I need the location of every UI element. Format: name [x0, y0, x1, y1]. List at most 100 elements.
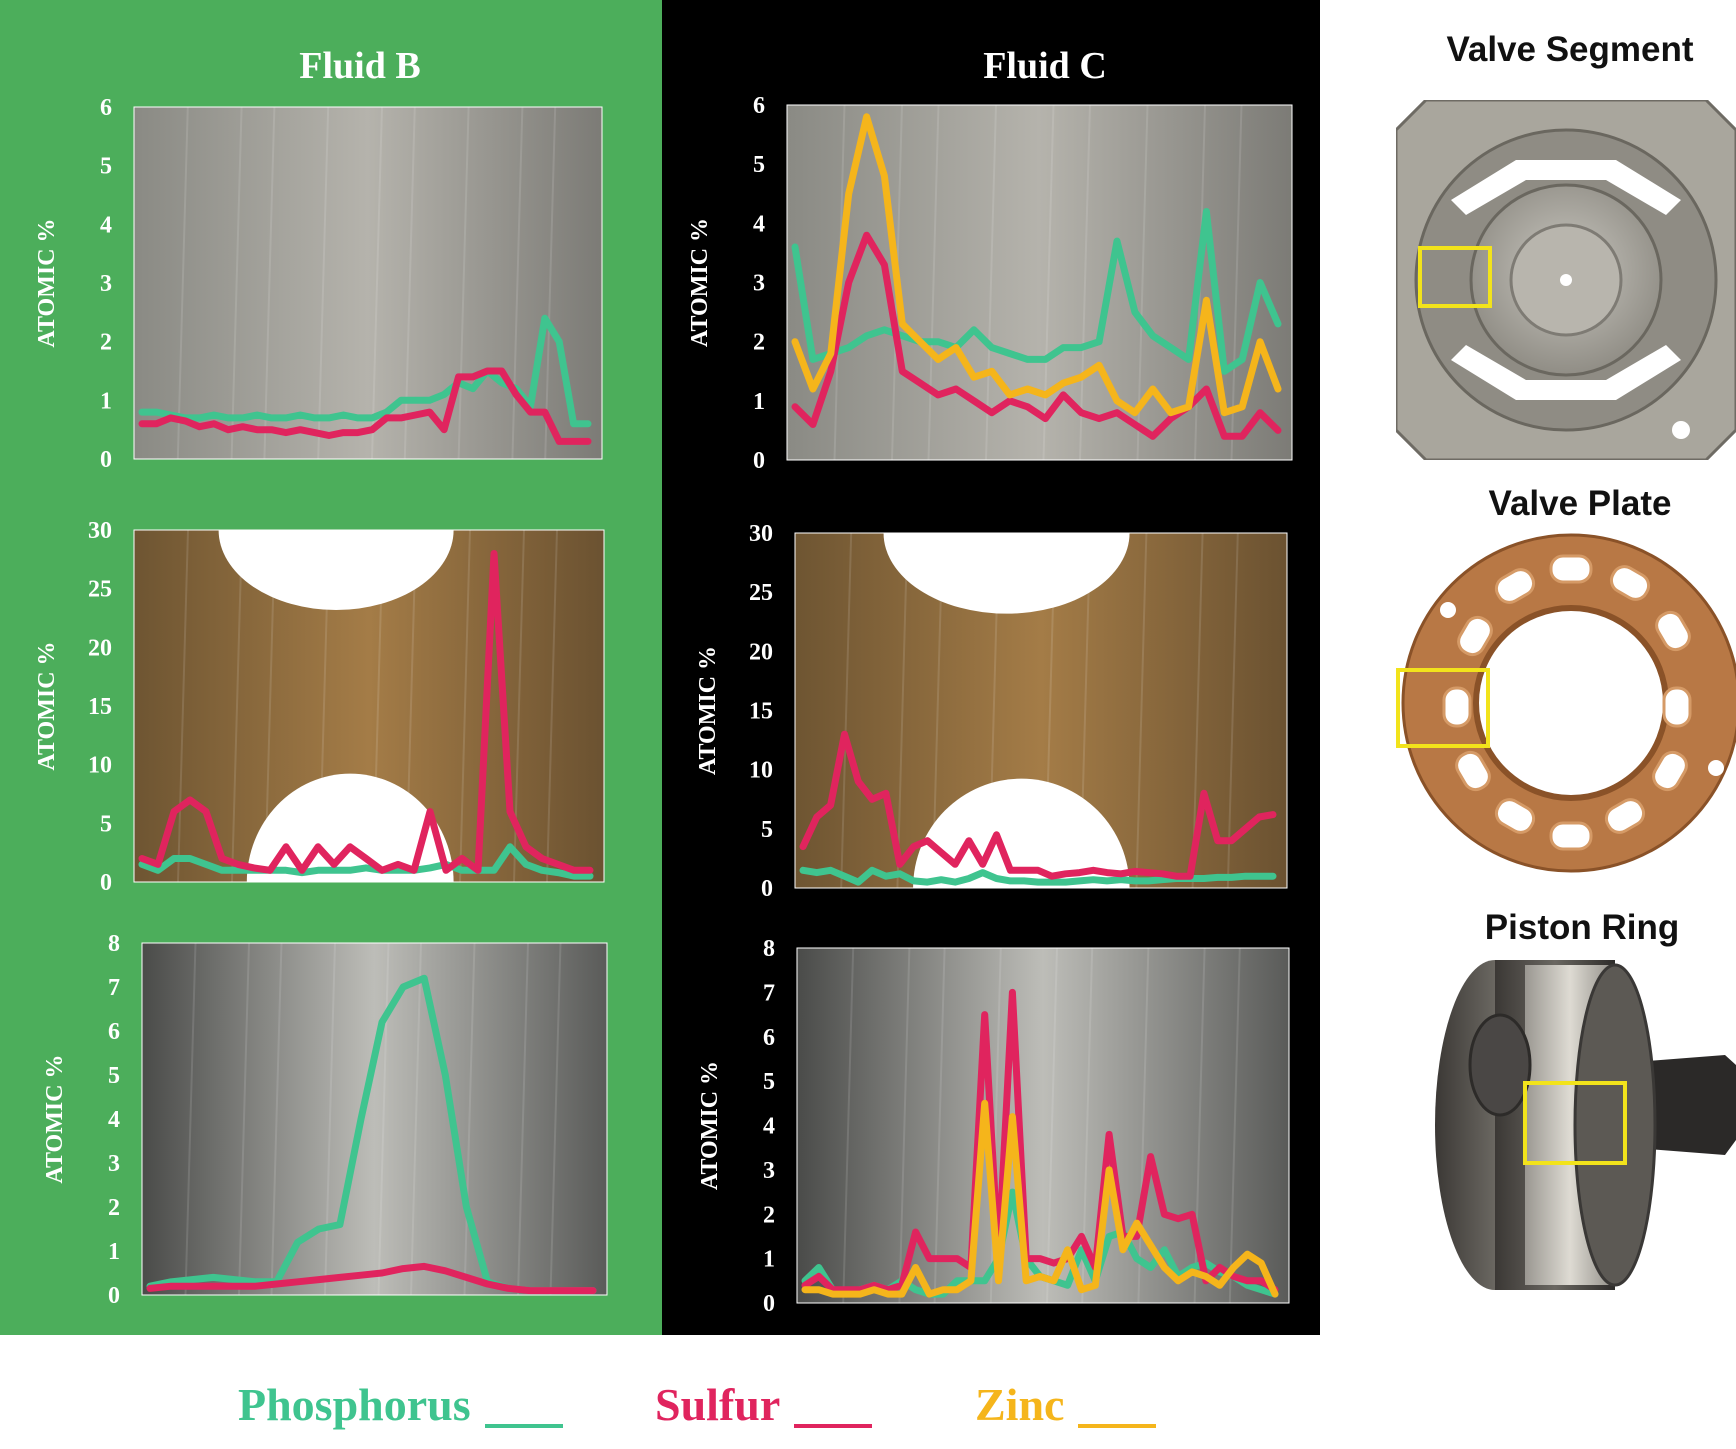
series-line-phosphorus: [799, 866, 1277, 886]
legend-zinc-label: Zinc: [975, 1379, 1065, 1430]
y-tick-label: 7: [108, 975, 120, 1001]
surface-striation: [459, 529, 471, 883]
fluid-c-title: Fluid C: [983, 45, 1107, 87]
y-tick-label: 6: [763, 1025, 775, 1051]
surface-striation: [184, 942, 197, 1296]
y-tick-label: 4: [753, 211, 765, 237]
y-tick-label: 4: [100, 212, 112, 238]
y-tick-label: 25: [749, 580, 773, 606]
surface-striation: [544, 106, 557, 460]
y-axis-label: ATOMIC %: [34, 641, 60, 770]
surface-striation: [1046, 947, 1058, 1304]
y-tick-label: 30: [88, 518, 112, 544]
y-tick-label: 5: [761, 817, 773, 843]
legend-phosphorus: Phosphorus: [238, 1378, 563, 1431]
fluid-b-title: Fluid B: [299, 45, 421, 87]
port-hole-top: [218, 530, 454, 610]
surface-striation: [263, 106, 276, 460]
chart-photo-background: [141, 942, 608, 1296]
y-axis-label: ATOMIC %: [42, 1054, 68, 1183]
surface-striation: [410, 942, 422, 1296]
surface-striation: [1137, 947, 1150, 1304]
y-tick-label: 4: [763, 1114, 775, 1140]
y-tick-label: 8: [763, 936, 775, 962]
surface-striation: [896, 532, 909, 889]
surface-striation: [457, 106, 470, 460]
y-tick-label: 2: [763, 1202, 775, 1228]
valve-plate-photo-icon: [1396, 533, 1736, 873]
legend-phosphorus-label: Phosphorus: [238, 1379, 471, 1430]
y-axis-label: ATOMIC %: [687, 218, 713, 347]
surface-striation: [324, 942, 336, 1296]
y-tick-label: 3: [753, 271, 765, 297]
y-tick-label: 4: [108, 1107, 120, 1133]
y-tick-label: 2: [108, 1195, 120, 1221]
y-tick-label: 0: [761, 876, 773, 902]
valve-segment-photo-icon: [1396, 100, 1736, 460]
y-tick-label: 0: [100, 870, 112, 896]
y-tick-label: 0: [108, 1283, 120, 1309]
y-tick-label: 15: [88, 694, 112, 720]
surface-striation: [231, 529, 243, 883]
series-line-zinc: [801, 1099, 1279, 1298]
y-tick-label: 3: [100, 271, 112, 297]
surface-striation: [1135, 532, 1148, 889]
surface-striation: [840, 532, 853, 889]
surface-striation: [517, 942, 529, 1296]
surface-striation: [1191, 532, 1204, 889]
y-tick-label: 20: [749, 639, 773, 665]
series-line-sulfur: [138, 550, 594, 874]
y-axis-label: ATOMIC %: [697, 1061, 723, 1190]
y-tick-label: 3: [108, 1151, 120, 1177]
y-tick-label: 5: [108, 1063, 120, 1089]
surface-striation: [377, 942, 390, 1296]
y-tick-label: 1: [753, 389, 765, 415]
series-line-sulfur: [146, 1262, 597, 1295]
legend-phosphorus-swatch: [484, 1424, 563, 1428]
y-tick-label: 5: [763, 1069, 775, 1095]
y-tick-label: 6: [108, 1019, 120, 1045]
port-hole-top: [883, 533, 1130, 614]
valve-plate-title: Valve Plate: [1488, 484, 1672, 523]
piston-ring-photo-icon: [1435, 960, 1736, 1290]
y-tick-label: 0: [763, 1291, 775, 1317]
legend-sulfur: Sulfur: [655, 1378, 873, 1431]
y-tick-label: 1: [763, 1247, 775, 1273]
surface-striation: [1226, 532, 1239, 889]
y-tick-label: 5: [100, 154, 112, 180]
series-line-sulfur: [138, 367, 592, 445]
surface-striation: [985, 104, 997, 461]
surface-striation: [177, 529, 189, 883]
surface-striation: [238, 942, 250, 1296]
surface-striation: [371, 106, 383, 460]
y-tick-label: 6: [100, 95, 112, 121]
y-axis-label: ATOMIC %: [695, 646, 721, 775]
y-tick-label: 5: [753, 152, 765, 178]
port-hole-bottom: [913, 778, 1130, 888]
surface-striation: [230, 106, 243, 460]
surface-striation: [842, 947, 855, 1304]
series-line-phosphorus: [138, 843, 594, 880]
surface-striation: [463, 942, 476, 1296]
y-tick-label: 15: [749, 699, 773, 725]
surface-striation: [317, 106, 330, 460]
surface-striation: [546, 529, 558, 883]
surface-striation: [549, 942, 562, 1296]
surface-striation: [1228, 947, 1241, 1304]
port-hole-bottom: [246, 773, 454, 882]
y-tick-label: 0: [753, 448, 765, 474]
valve-segment-title: Valve Segment: [1446, 30, 1694, 69]
surface-striation: [1042, 104, 1055, 461]
surface-striation: [1136, 104, 1149, 461]
surface-striation: [1230, 104, 1243, 461]
y-tick-label: 0: [100, 447, 112, 473]
y-tick-label: 25: [88, 577, 112, 603]
y-tick-label: 20: [88, 635, 112, 661]
y-axis-label: ATOMIC %: [34, 218, 60, 347]
legend-zinc: Zinc: [975, 1378, 1157, 1431]
surface-striation: [270, 942, 283, 1296]
